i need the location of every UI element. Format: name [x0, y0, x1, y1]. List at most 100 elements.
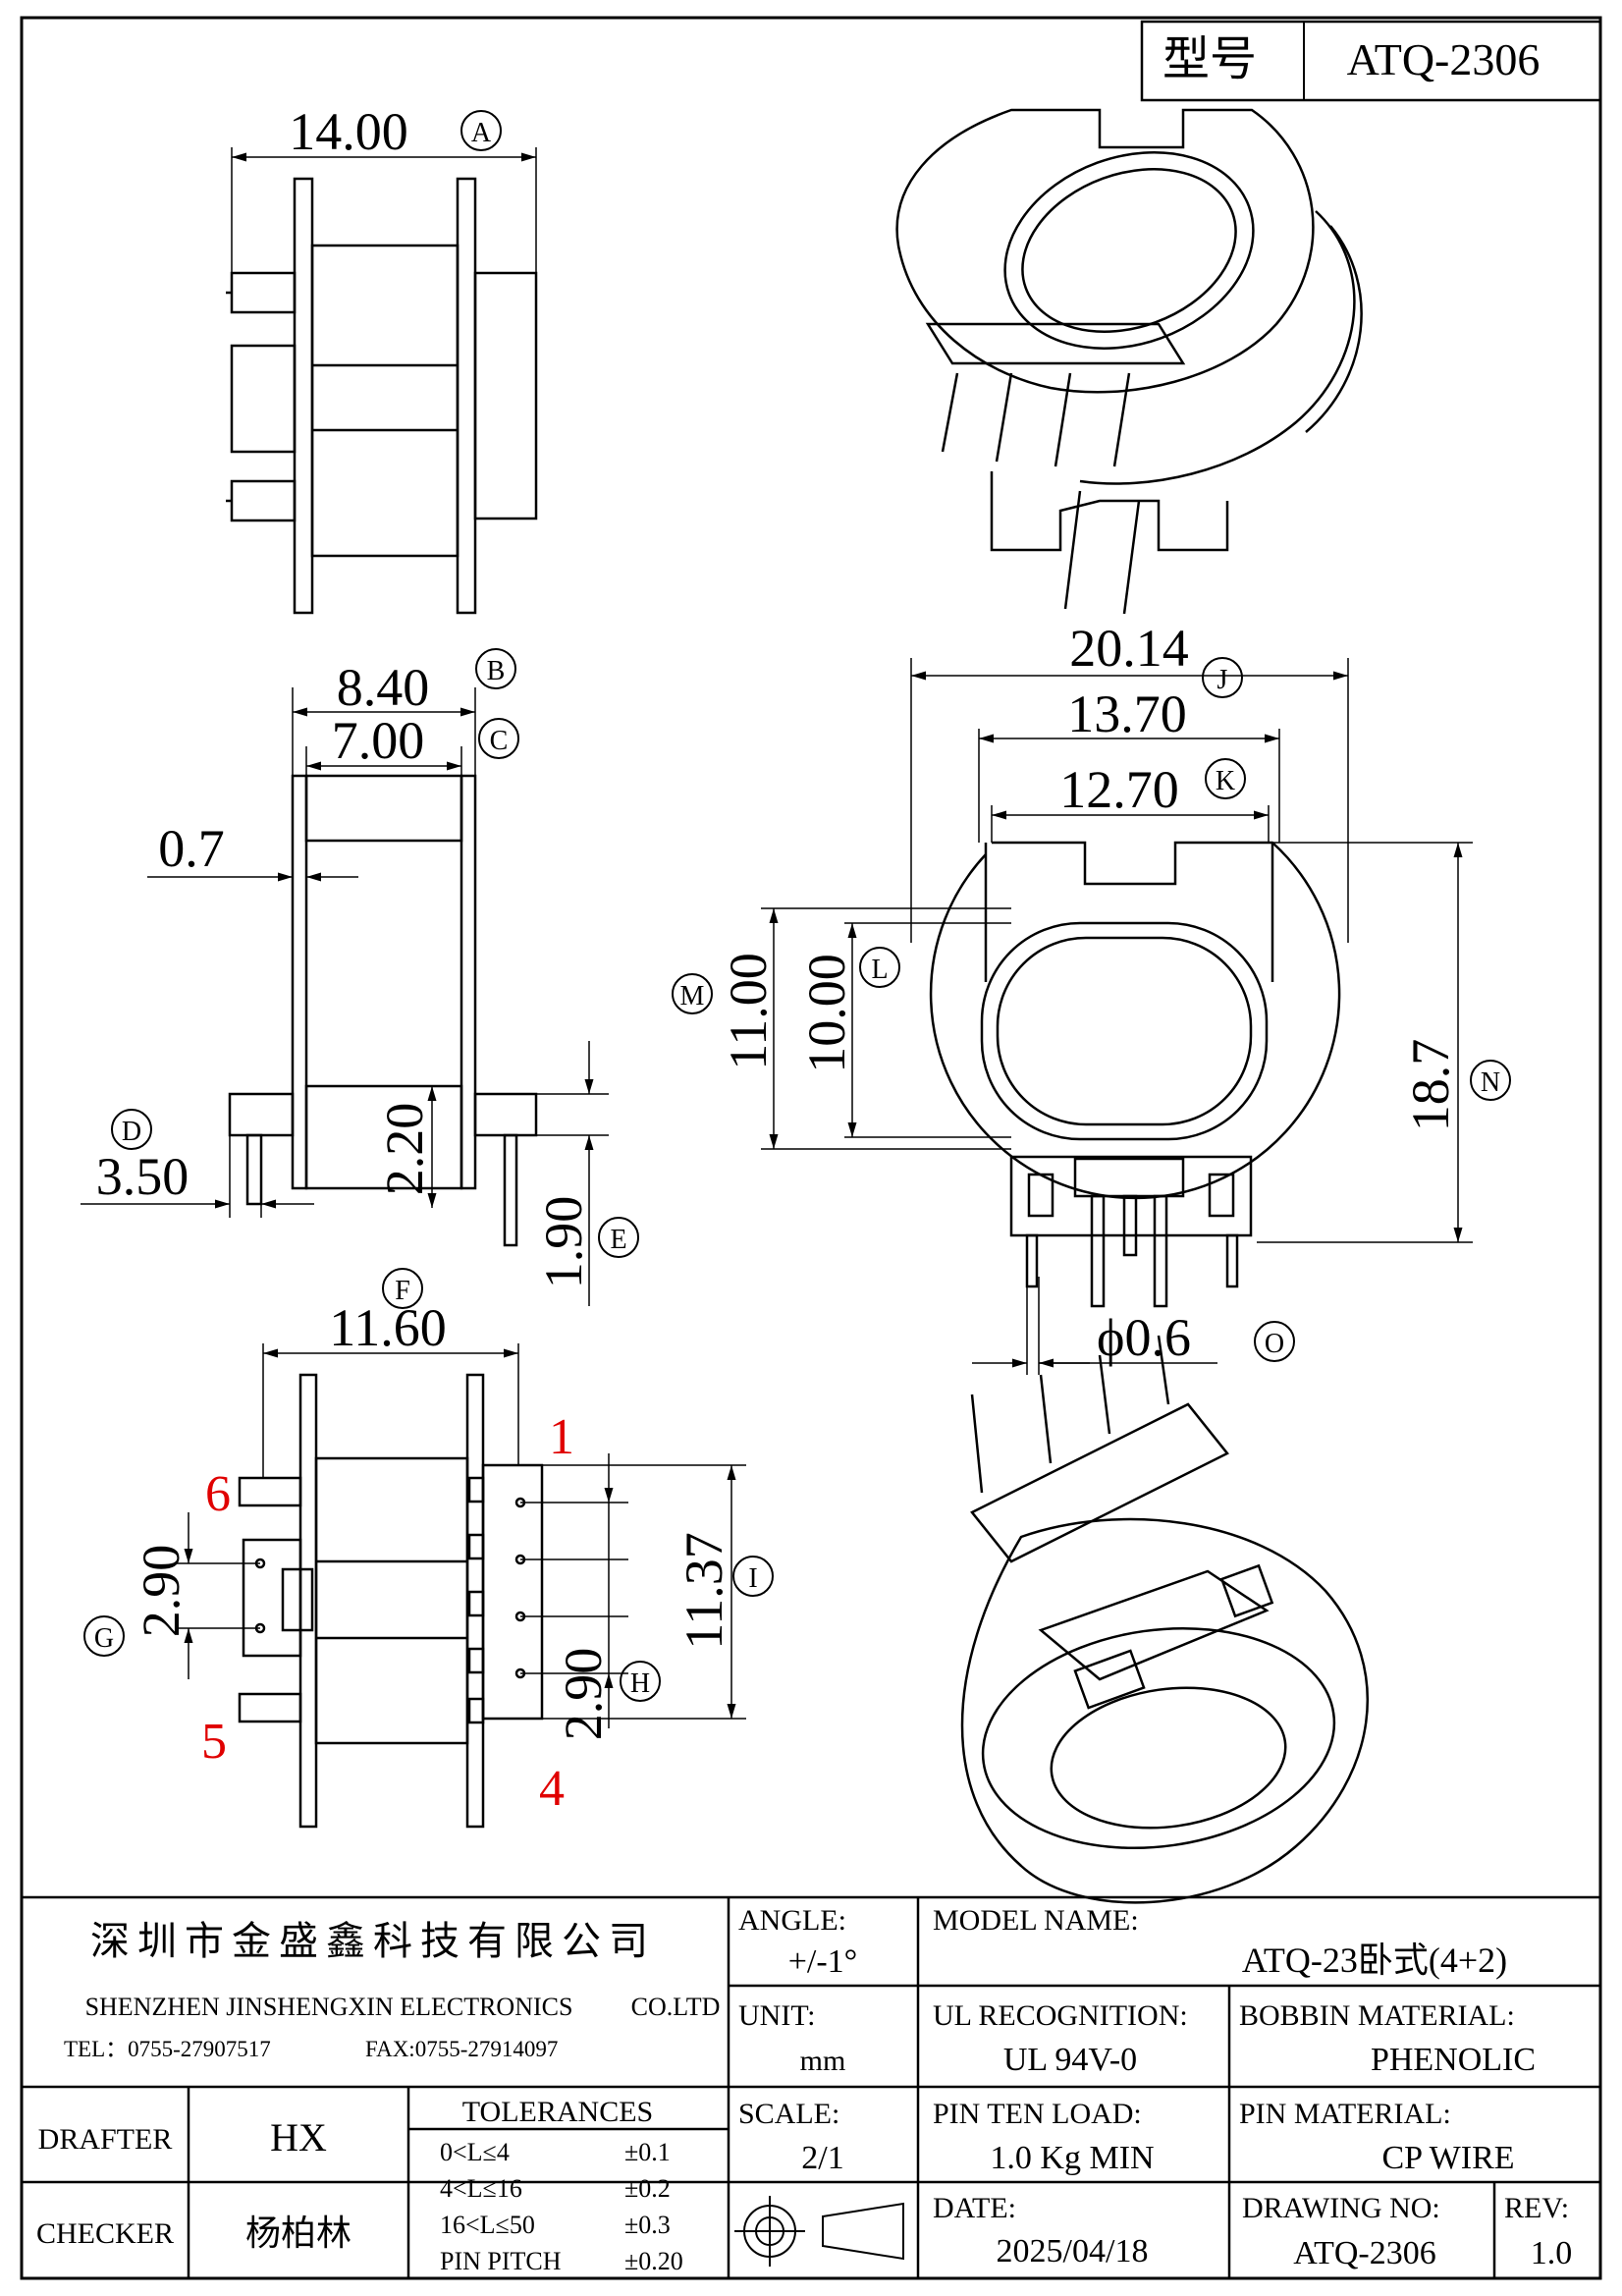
bottom-view: [238, 1373, 544, 1829]
company-name-en: SHENZHEN JINSHENGXIN ELECTRONICS: [85, 1993, 573, 2021]
model-name-label: MODEL NAME:: [933, 1904, 1139, 1937]
rev-value: 1.0: [1531, 2235, 1573, 2271]
ul-label: UL RECOGNITION:: [933, 1999, 1188, 2032]
drafter-value: HX: [270, 2115, 327, 2159]
dim-D-tag: D: [122, 1117, 141, 1147]
unit-label: UNIT:: [738, 1999, 816, 2032]
dim-B-value: 8.40: [337, 658, 430, 717]
pin-material-label: PIN MATERIAL:: [1239, 2098, 1451, 2130]
dim-N-value: 18.7: [1401, 1039, 1460, 1132]
dim-A-value: 14.00: [289, 102, 408, 161]
dim-E-tag: E: [610, 1225, 626, 1255]
angle-value: +/-1°: [788, 1943, 858, 1980]
company-tel: TEL：0755-27907517: [64, 2037, 271, 2061]
dim-G-value: 2.90: [132, 1545, 190, 1638]
pin-load-value: 1.0 Kg MIN: [990, 2140, 1154, 2176]
dim-L: 10.00 L: [797, 922, 1011, 1138]
dim-D-value: 3.50: [96, 1147, 189, 1206]
dim-O: ϕ0.6 O: [972, 1277, 1295, 1375]
dim-I-tag: I: [748, 1563, 757, 1594]
sheet-border: [20, 16, 1602, 2280]
dim-N: 18.7 N: [1257, 842, 1511, 1243]
dim-C: 7.00 C: [305, 711, 519, 776]
company-name-cn: 深圳市金盛鑫科技有限公司: [90, 1919, 656, 1963]
dim-M: 11.00 M: [672, 907, 1011, 1150]
dim-G: 2.90 G: [83, 1512, 260, 1679]
projection-symbol: [734, 2196, 904, 2267]
dim-outer-width-value: 13.70: [1067, 684, 1187, 743]
company-fax: FAX:0755-27914097: [365, 2037, 558, 2061]
dim-shoulder: 2.20: [375, 1086, 437, 1208]
tolerance-value: ±0.2: [624, 2174, 671, 2203]
model-header-label: 型号: [1162, 33, 1257, 85]
dim-A: 14.00 A: [231, 102, 537, 273]
dim-M-tag: M: [680, 981, 705, 1011]
dim-shoulder-value: 2.20: [375, 1103, 434, 1196]
tolerances-label: TOLERANCES: [462, 2096, 653, 2128]
dim-C-tag: C: [490, 726, 509, 756]
drafter-label: DRAFTER: [38, 2123, 173, 2156]
dim-J-value: 20.14: [1069, 619, 1189, 678]
dim-K: 12.70 K: [991, 758, 1270, 843]
dim-G-tag: G: [94, 1623, 114, 1654]
dim-K-tag: K: [1216, 766, 1235, 796]
bobbin-material-label: BOBBIN MATERIAL:: [1239, 1999, 1515, 2032]
dim-O-value: ϕ0.6: [1097, 1308, 1191, 1367]
dim-B-tag: B: [487, 656, 506, 686]
pin-label-1: 1: [549, 1409, 574, 1465]
dim-E: 1.90 E: [534, 1041, 639, 1306]
pin-material-value: CP WIRE: [1381, 2140, 1514, 2176]
dim-L-value: 10.00: [797, 954, 856, 1073]
checker-value: 杨柏林: [245, 2214, 351, 2253]
isometric-view-top: [895, 108, 1363, 615]
section-view: [228, 774, 538, 1247]
dim-L-tag: L: [871, 955, 888, 985]
dim-B: 8.40 B: [292, 648, 516, 776]
rev-label: REV:: [1504, 2192, 1569, 2224]
scale-value: 2/1: [801, 2140, 843, 2176]
tolerance-value: ±0.3: [624, 2211, 671, 2239]
checker-label: CHECKER: [36, 2217, 174, 2250]
dim-D: 3.50 D: [81, 1109, 314, 1218]
dim-N-tag: N: [1481, 1067, 1500, 1098]
bobbin-material-value: PHENOLIC: [1371, 2042, 1536, 2078]
title-block-grid: [22, 1895, 1600, 2278]
tolerance-range: PIN PITCH: [440, 2247, 562, 2275]
model-header-value: ATQ-2306: [1347, 34, 1541, 84]
pin-label-6: 6: [205, 1466, 231, 1522]
tolerance-value: ±0.1: [624, 2138, 671, 2166]
date-label: DATE:: [933, 2192, 1016, 2224]
isometric-view-bottom: [960, 1335, 1370, 1904]
dim-A-tag: A: [471, 118, 492, 148]
drawing-no-value: ATQ-2306: [1293, 2235, 1435, 2271]
ul-value: UL 94V-0: [1003, 2042, 1137, 2078]
dim-J-tag: J: [1217, 665, 1228, 695]
pin-label-4: 4: [539, 1761, 565, 1817]
front-view: [929, 841, 1341, 1308]
dim-O-tag: O: [1265, 1329, 1284, 1359]
dim-H: 2.90 H: [520, 1453, 661, 1741]
model-name-value: ATQ-23卧式(4+2): [1242, 1941, 1507, 1980]
tolerance-range: 16<L≤50: [440, 2211, 535, 2239]
pin-labels: 1 4 5 6: [201, 1409, 574, 1817]
dim-outer-width: 13.70: [978, 684, 1280, 843]
dim-K-value: 12.70: [1059, 760, 1179, 819]
company-suffix: CO.LTD: [631, 1993, 721, 2021]
angle-label: ANGLE:: [738, 1904, 846, 1937]
tolerance-value: ±0.20: [624, 2247, 683, 2275]
dim-H-value: 2.90: [554, 1648, 613, 1741]
date-value: 2025/04/18: [997, 2233, 1149, 2269]
tolerance-range: 0<L≤4: [440, 2138, 510, 2166]
drawing-no-label: DRAWING NO:: [1242, 2192, 1440, 2224]
dim-H-tag: H: [630, 1668, 650, 1699]
tolerance-range: 4<L≤16: [440, 2174, 522, 2203]
dim-I: 11.37 I: [542, 1464, 774, 1720]
side-view-top: [226, 177, 538, 615]
dim-F-tag: F: [395, 1276, 410, 1306]
dim-C-value: 7.00: [332, 711, 425, 770]
dim-M-value: 11.00: [719, 953, 778, 1070]
dim-F: 11.60 F: [262, 1268, 519, 1478]
unit-value: mm: [800, 2045, 846, 2077]
dim-J: 20.14 J: [910, 619, 1349, 943]
